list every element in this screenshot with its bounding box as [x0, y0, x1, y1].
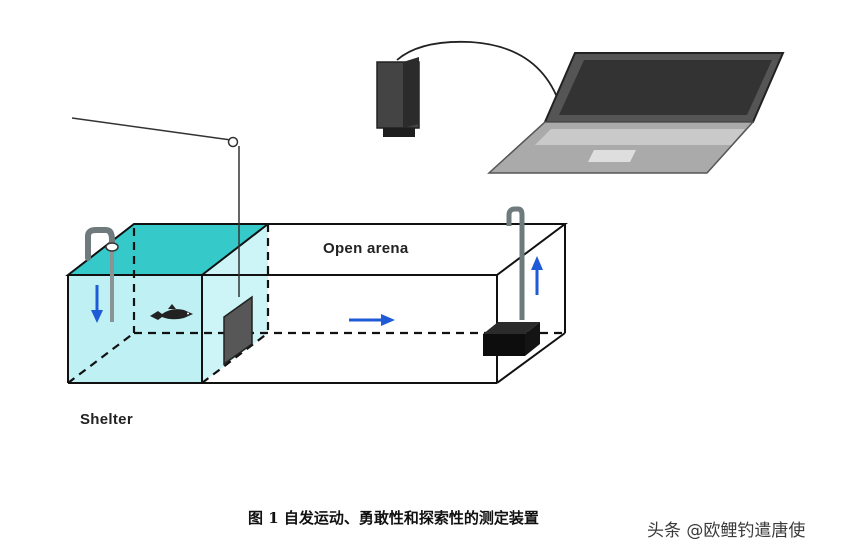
up-arrow	[531, 256, 543, 295]
right-arrow	[349, 314, 395, 326]
open-arena-label: Open arena	[323, 240, 409, 257]
laptop-icon	[487, 52, 785, 174]
figure-caption: 图 1 自发运动、勇敢性和探索性的测定装置	[248, 509, 539, 527]
pump-block	[483, 322, 540, 356]
down-arrow	[91, 285, 103, 323]
camera-icon	[376, 40, 561, 137]
shelter-label: Shelter	[80, 411, 133, 428]
outlet-pipe	[506, 206, 525, 320]
watermark: 头条 @欧鲤钓遣唐使	[647, 521, 806, 541]
pulley	[71, 117, 239, 148]
sliding-door	[223, 146, 253, 366]
inlet-pipe	[85, 227, 119, 322]
fish-icon	[150, 304, 193, 320]
hidden-edges	[67, 224, 565, 384]
